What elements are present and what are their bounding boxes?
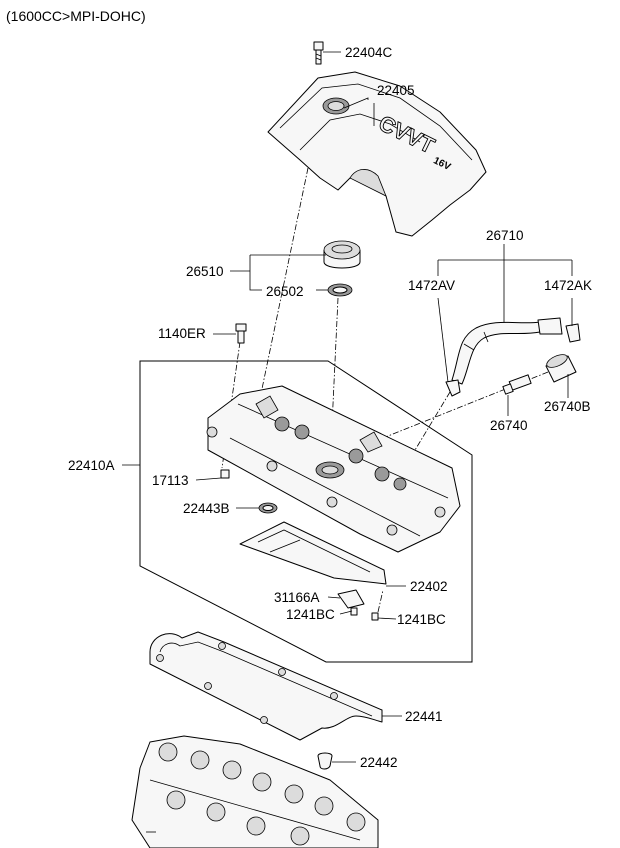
label-22402: 22402 [410,579,448,594]
label-26710: 26710 [486,228,524,243]
label-1241BC-right: 1241BC [397,612,446,627]
clamp-1472AV[interactable] [445,379,461,397]
label-26510: 26510 [186,264,224,279]
cap-17113[interactable] [220,469,230,479]
cap-gasket-26502[interactable] [327,283,353,297]
label-22405: 22405 [377,83,415,98]
assembly-frame [139,360,473,663]
label-22441: 22441 [405,709,443,724]
bolt-1241BC-right[interactable] [371,612,379,621]
engine-cover-22405[interactable] [267,71,487,237]
label-22442: 22442 [360,755,398,770]
baffle-plate-22402[interactable] [239,521,387,585]
clamp-1472AK[interactable] [565,323,581,343]
label-22404C: 22404C [345,45,393,60]
label-31166A: 31166A [274,590,320,605]
label-22410A: 22410A [68,458,115,473]
breather-hose-26710[interactable] [451,317,563,385]
label-26740: 26740 [490,418,528,433]
valve-cover-gasket-22441[interactable] [149,631,383,741]
label-1241BC-left: 1241BC [286,607,335,622]
label-26502: 26502 [266,284,304,299]
bolt-22404C[interactable] [313,41,324,65]
engine-spec-header: (1600CC>MPI-DOHC) [6,8,146,24]
pcv-valve-26740[interactable] [502,374,532,395]
bracket-31166A[interactable] [337,589,365,609]
label-1472AV: 1472AV [408,278,455,293]
rocker-cover-22410A[interactable] [206,385,461,553]
bolt-1140ER[interactable] [235,323,247,344]
label-1140ER: 1140ER [158,326,206,341]
label-22443B: 22443B [183,501,230,516]
pcv-grommet-26740B[interactable] [545,352,577,383]
bolt-1241BC-left[interactable] [350,607,358,616]
seal-22442[interactable] [317,752,333,770]
oil-filler-cap-26510[interactable] [323,240,361,269]
label-26740B: 26740B [544,399,591,414]
label-1472AK: 1472AK [544,278,592,293]
leader-lines [122,51,573,763]
cylinder-head [131,735,379,848]
label-17113: 17113 [152,473,189,488]
spark-plug-seal-22443B[interactable] [258,502,278,514]
